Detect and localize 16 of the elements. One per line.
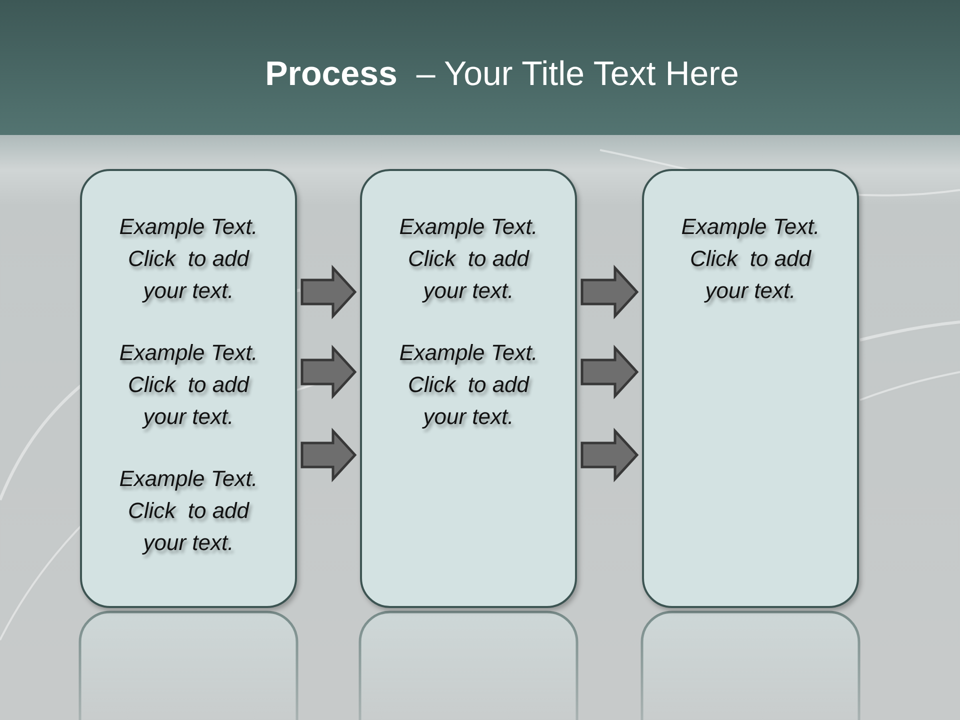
body-text: Example Text. Click to add your text. xyxy=(118,339,259,431)
block-arrow xyxy=(580,264,639,320)
process-box xyxy=(80,169,297,608)
process-box xyxy=(360,169,577,608)
process-box xyxy=(642,169,859,608)
block-arrow xyxy=(300,428,357,482)
body-text: Example Text. Click to add your text. xyxy=(118,465,259,557)
body-text: Example Text. Click to add your text. xyxy=(118,213,259,305)
slide-title: Process – Your Title Text Here xyxy=(265,55,739,93)
body-text: Example Text. Click to add your text. xyxy=(398,213,539,305)
block-arrow xyxy=(300,264,357,320)
body-text: Example Text. Click to add your text. xyxy=(680,213,821,305)
block-arrow xyxy=(300,344,357,400)
block-arrow xyxy=(580,428,639,482)
block-arrow xyxy=(580,344,639,400)
body-text: Example Text. Click to add your text. xyxy=(398,339,539,431)
